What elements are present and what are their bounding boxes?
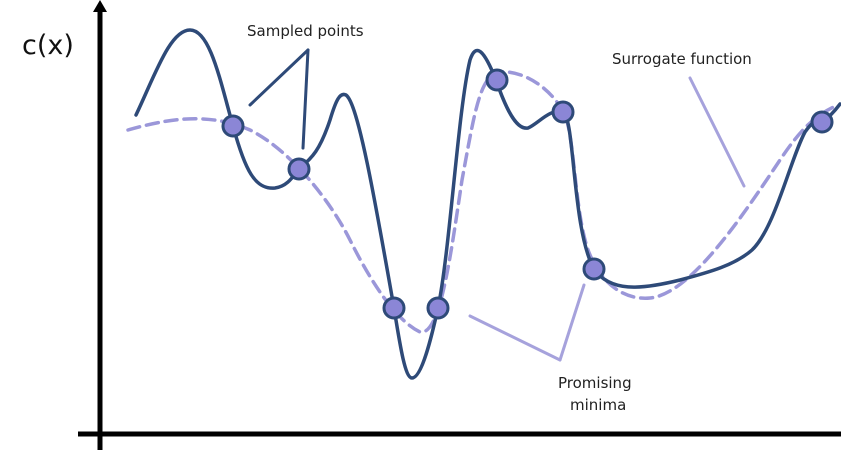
y-axis-arrowhead: [93, 0, 107, 12]
promising-minima-pointer: [468, 283, 586, 362]
sampled-point: [382, 296, 406, 320]
axes: [78, 0, 841, 450]
surrogate-function-pointer: [688, 76, 746, 188]
sampled-points: [221, 68, 834, 320]
promising-minima-label-line1: Promising: [558, 374, 632, 392]
true-function-curve: [134, 28, 841, 380]
sampled-point: [551, 100, 575, 124]
promising-minima-label-line2: minima: [570, 396, 626, 414]
surrogate-function-curve: [126, 70, 840, 334]
sampled-points-pointer: [248, 48, 310, 150]
sampled-point: [485, 68, 509, 92]
sampled-points-label: Sampled points: [247, 22, 364, 40]
y-axis-label: c(x): [22, 30, 74, 61]
sampled-point: [221, 114, 245, 138]
sampled-point: [810, 110, 834, 134]
sampled-point: [287, 157, 311, 181]
sampled-point: [426, 296, 450, 320]
sampled-point: [582, 257, 606, 281]
surrogate-function-label: Surrogate function: [612, 50, 752, 68]
